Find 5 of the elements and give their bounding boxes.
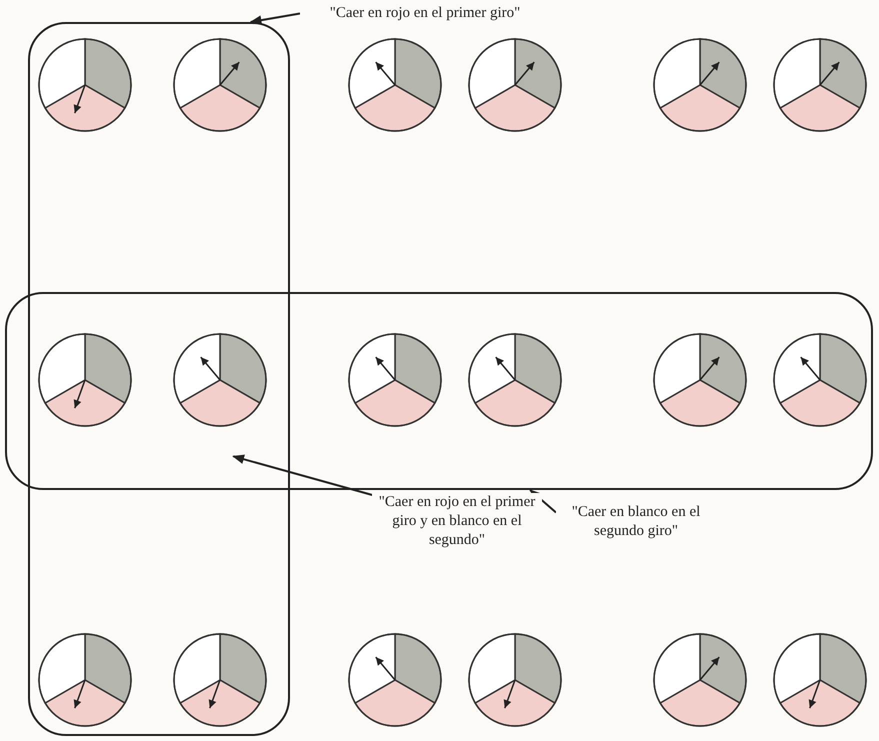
leader-arrow (250, 12, 300, 25)
event-outline (5, 292, 873, 490)
callout-text: "Caer en rojo en el primer giro y en blanco en el segundo" (372, 493, 542, 550)
event-outline (28, 22, 290, 736)
leader-arrow (529, 489, 557, 514)
